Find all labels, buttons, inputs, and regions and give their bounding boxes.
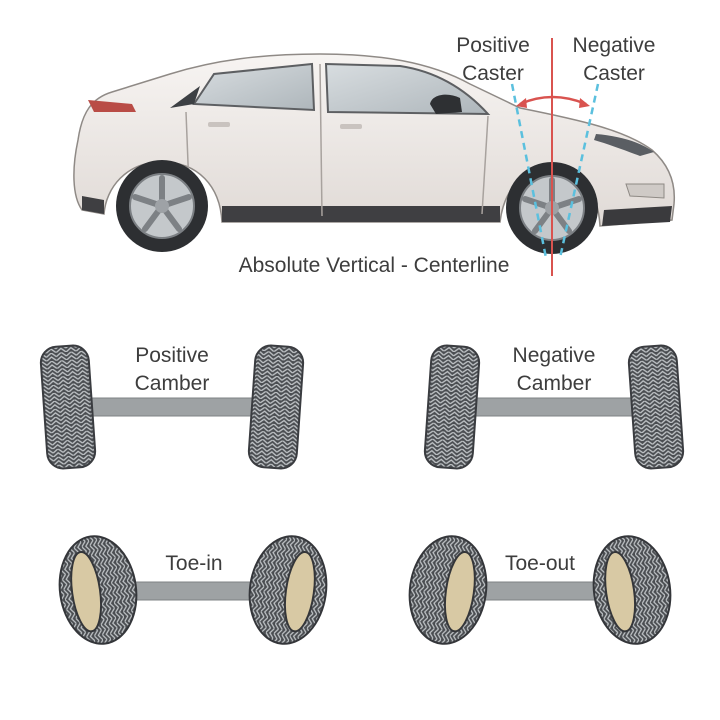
toe-in-right-tire [248,535,328,645]
negative-caster-label-2: Caster [583,62,645,85]
toe-out-diagram [408,535,672,645]
rear-wheel [116,160,208,252]
toe-out-label: Toe-out [505,552,575,575]
toe-in-diagram [58,535,328,645]
toe-out-left-tire [408,535,488,645]
negative-camber-left-tire [423,344,481,470]
rear-window [192,62,316,112]
positive-caster-line [510,83,548,259]
negative-camber-label-2: Camber [517,372,592,395]
positive-caster-label-1: Positive [456,34,530,57]
positive-camber-right-tire [247,344,305,470]
negative-camber-right-tire [627,344,685,470]
negative-caster-line [558,83,600,259]
negative-camber-diagram [423,344,685,470]
positive-caster-label-2: Caster [462,62,524,85]
negative-camber-axle [467,397,641,417]
negative-caster-label-1: Negative [573,34,656,57]
negative-camber-label-1: Negative [513,344,596,367]
positive-camber-left-tire [39,344,97,470]
toe-in-label: Toe-in [165,552,222,575]
positive-camber-axle [85,397,259,417]
toe-in-left-tire [58,535,138,645]
positive-camber-diagram [39,344,305,470]
positive-camber-label-1: Positive [135,344,209,367]
positive-camber-label-2: Camber [135,372,210,395]
toe-out-right-tire [592,535,672,645]
centerline-label: Absolute Vertical - Centerline [239,254,510,277]
caster-indicator [510,38,600,276]
